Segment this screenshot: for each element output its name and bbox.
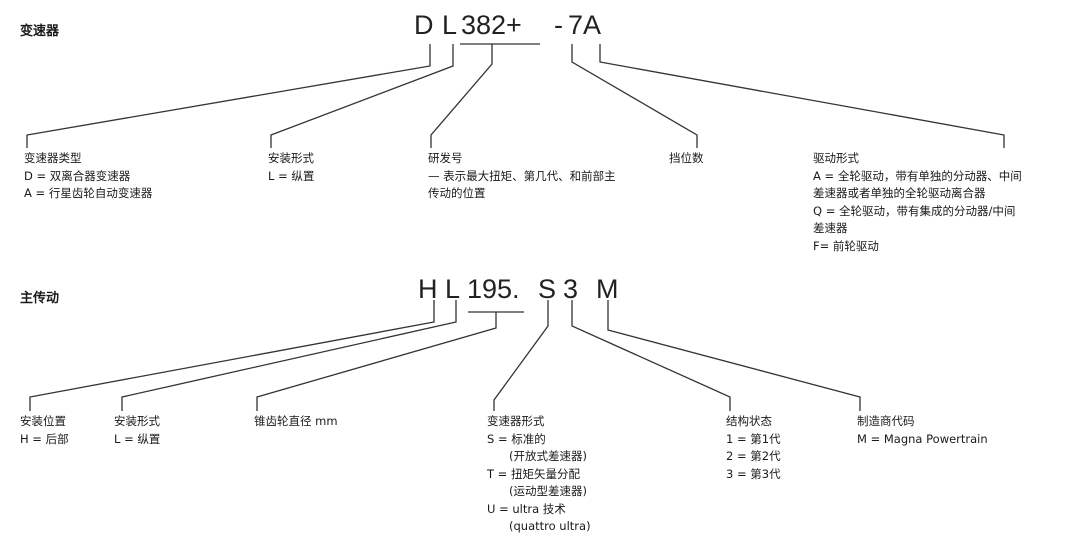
desc-dev-number: 研发号 — 表示最大扭矩、第几代、和前部主 传动的位置 (428, 150, 616, 203)
code-char-7A: 7A (568, 10, 602, 40)
desc-line: 3 = 第3代 (726, 466, 781, 481)
connector-L2 (121, 300, 457, 411)
connector-S (493, 300, 549, 411)
desc-line: 差速器 (813, 221, 848, 235)
desc-line: 传动的位置 (428, 186, 486, 200)
desc-title: 驱动形式 (813, 151, 859, 165)
desc-title: 安装形式 (268, 151, 314, 165)
desc-line: T = 扭矩矢量分配 (487, 466, 580, 481)
connector-382 (430, 44, 493, 148)
desc-manufacturer-code: 制造商代码 M = Magna Powertrain (857, 413, 988, 448)
connector-D (26, 44, 431, 148)
desc-title: 研发号 (428, 151, 463, 165)
desc-title: 锥齿轮直径 mm (254, 414, 338, 428)
desc-line: — 表示最大扭矩、第几代、和前部主 (428, 168, 616, 183)
code-char-H: H (418, 274, 438, 304)
final-drive-title: 主传动 (20, 291, 60, 306)
desc-mounting: 安装形式 L = 纵置 (268, 150, 314, 185)
desc-title: 变速器类型 (24, 151, 82, 165)
desc-title: 安装位置 (20, 414, 66, 428)
code-char-3: 3 (563, 274, 579, 304)
desc-title: 挡位数 (669, 151, 704, 165)
connector-195 (256, 312, 497, 411)
desc-mounting-2: 安装形式 L = 纵置 (114, 413, 160, 448)
desc-title: 结构状态 (726, 414, 772, 428)
connector-H (29, 300, 435, 411)
connector-L (270, 44, 454, 148)
desc-title: 安装形式 (114, 414, 160, 428)
desc-line: F= 前轮驱动 (813, 238, 879, 253)
desc-line: (开放式差速器) (509, 449, 587, 463)
desc-line: D = 双离合器变速器 (24, 168, 131, 183)
desc-line: 差速器或者单独的全轮驱动离合器 (813, 186, 986, 200)
code-char-S: S (538, 274, 557, 304)
desc-line: Q = 全轮驱动，带有集成的分动器/中间 (813, 203, 1016, 218)
desc-transmission-form: 变速器形式 S = 标准的 (开放式差速器) T = 扭矩矢量分配 (运动型差速… (487, 413, 591, 536)
connector-A (599, 44, 1005, 148)
code-char-dash: - (554, 10, 563, 40)
code-char-382: 382+ (461, 10, 522, 40)
desc-gear-count: 挡位数 (669, 150, 704, 168)
desc-bevel-gear-diameter: 锥齿轮直径 mm (254, 413, 338, 431)
code-char-M: M (596, 274, 619, 304)
desc-line: (运动型差速器) (509, 484, 587, 498)
desc-line: 2 = 第2代 (726, 449, 781, 463)
desc-line: S = 标准的 (487, 431, 546, 446)
desc-line: M = Magna Powertrain (857, 431, 988, 446)
code-char-D: D (414, 10, 434, 40)
desc-line: A = 全轮驱动，带有单独的分动器、中间 (813, 168, 1022, 183)
connector-M (607, 300, 861, 411)
transmission-title: 变速器 (20, 24, 60, 39)
desc-line: U = ultra 技术 (487, 501, 566, 516)
desc-line: (quattro ultra) (509, 519, 591, 533)
desc-drive-type: 驱动形式 A = 全轮驱动，带有单独的分动器、中间 差速器或者单独的全轮驱动离合… (813, 150, 1022, 255)
desc-line: H = 后部 (20, 431, 69, 446)
desc-line: 1 = 第1代 (726, 431, 781, 446)
connector-3 (571, 300, 731, 411)
code-char-195: 195. (467, 274, 520, 304)
code-char-L2: L (445, 274, 461, 304)
desc-build-state: 结构状态 1 = 第1代 2 = 第2代 3 = 第3代 (726, 413, 781, 483)
connector-7 (571, 44, 698, 148)
desc-title: 变速器形式 (487, 414, 545, 428)
desc-transmission-type: 变速器类型 D = 双离合器变速器 A = 行星齿轮自动变速器 (24, 150, 152, 203)
desc-line: L = 纵置 (268, 168, 315, 183)
desc-install-position: 安装位置 H = 后部 (20, 413, 69, 448)
desc-line: A = 行星齿轮自动变速器 (24, 186, 153, 200)
code-char-L: L (442, 10, 458, 40)
desc-line: L = 纵置 (114, 431, 161, 446)
desc-title: 制造商代码 (857, 414, 915, 428)
